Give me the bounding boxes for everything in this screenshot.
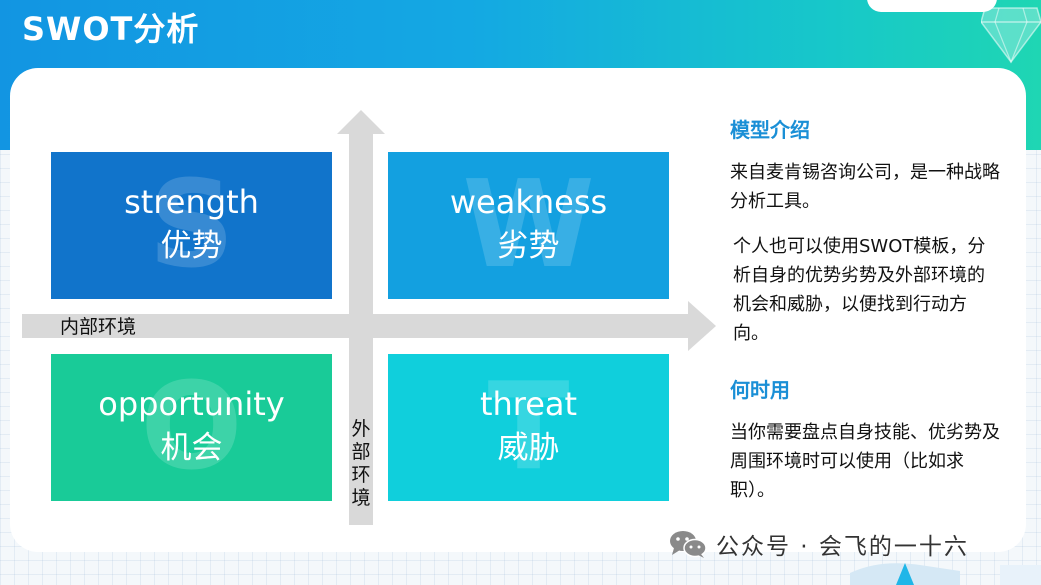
- model-usage-text: 个人也可以使用SWOT模板，分析自身的优势劣势及外部环境的机会和威胁，以便找到行…: [733, 236, 986, 344]
- quadrant-chinese-label: 威胁: [497, 430, 560, 466]
- internal-environment-label: 内部环境: [60, 316, 137, 338]
- horizontal-axis-arrowhead: [688, 301, 716, 351]
- model-intro-heading: 模型介绍: [730, 118, 810, 142]
- quadrant-english-label: strength: [124, 183, 259, 221]
- watermark-text: 公众号 · 会飞的一十六: [716, 534, 969, 560]
- quadrant-opportunity: O opportunity 机会: [51, 354, 332, 501]
- quadrant-letter: O: [140, 358, 243, 497]
- watermark: 公众号 · 会飞的一十六: [668, 526, 969, 562]
- quadrant-chinese-label: 机会: [160, 430, 223, 466]
- quadrant-threat: T threat 威胁: [388, 354, 669, 501]
- when-to-use-heading: 何时用: [730, 378, 790, 402]
- quadrant-english-label: opportunity: [98, 385, 285, 423]
- gem-icon: [981, 7, 1041, 64]
- quadrant-chinese-label: 优势: [160, 228, 223, 264]
- vertical-axis-arrowhead: [337, 110, 385, 134]
- quadrant-letter: W: [462, 156, 595, 295]
- quadrant-english-label: weakness: [449, 183, 608, 221]
- quadrant-letter: S: [148, 156, 235, 295]
- when-to-use-text: 当你需要盘点自身技能、优劣势及周围环境时可以使用（比如求职）。: [730, 422, 1000, 501]
- wechat-icon: [670, 531, 707, 558]
- bottom-decoration: [850, 563, 1041, 585]
- page-title: SWOT分析: [22, 10, 200, 48]
- top-right-tab: [867, 0, 997, 12]
- quadrant-letter: T: [487, 358, 570, 497]
- quadrant-strength: S strength 优势: [51, 152, 332, 299]
- external-environment-label: 外部环境: [351, 418, 371, 509]
- model-intro-text: 来自麦肯锡咨询公司，是一种战略分析工具。: [730, 162, 1000, 212]
- horizontal-axis: [22, 314, 690, 338]
- quadrant-english-label: threat: [479, 385, 578, 423]
- quadrant-weakness: W weakness 劣势: [388, 152, 669, 299]
- quadrant-chinese-label: 劣势: [497, 228, 560, 264]
